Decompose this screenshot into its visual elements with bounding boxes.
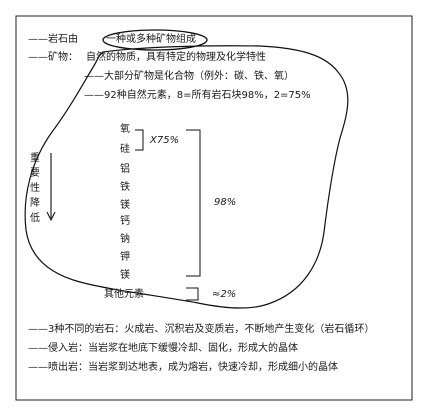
other-elements-value: ≈2% (212, 289, 237, 300)
intrusive-rock-line: ——侵入岩：当岩浆在地底下缓慢冷却、固化，形成大的晶体 (28, 343, 298, 354)
bracket-large (186, 129, 201, 277)
page-frame (15, 15, 413, 401)
rock-types-line: ——3种不同的岩石：火成岩、沉积岩及变质岩，不断地产生变化（岩石循环） (28, 324, 375, 335)
importance-char-5: 低 (30, 213, 40, 224)
importance-char-4: 降 (30, 198, 40, 209)
importance-char-2: 要 (30, 168, 40, 179)
element-magnesium-1: 镁 (120, 200, 130, 211)
element-magnesium-2: 镁 (120, 270, 130, 281)
element-silicon: 硅 (120, 144, 130, 155)
line-1-prefix: ——岩石由 (28, 34, 78, 45)
bracket-small-label: X75% (150, 135, 180, 146)
element-aluminum: 铝 (120, 164, 130, 175)
bracket-small (135, 129, 144, 151)
bracket-other (186, 287, 199, 301)
line-3-compounds: ——大部分矿物是化合物（例外：碳、铁、氧） (84, 71, 294, 82)
element-calcium: 钙 (120, 216, 130, 227)
other-elements-label: 其他元素 (104, 289, 144, 300)
element-sodium: 钠 (120, 234, 130, 245)
line-1-circled-phrase: 一种或多种矿物组成 (106, 34, 196, 45)
importance-arrow-head (46, 211, 56, 222)
line-2-prefix: ——矿物： (28, 52, 78, 63)
element-potassium: 钾 (120, 252, 130, 263)
circled-phrase-outline (102, 29, 208, 51)
bracket-large-label: 98% (214, 197, 237, 208)
importance-char-1: 重 (30, 153, 40, 164)
importance-char-3: 性 (30, 183, 40, 194)
mineral-outline-blob (24, 45, 349, 309)
line-4-elements: ——92种自然元素，8=所有岩石块98%，2=75% (84, 90, 311, 101)
extrusive-rock-line: ——喷出岩：当岩浆到达地表，成为熔岩，快速冷却，形成细小的晶体 (28, 362, 338, 373)
element-oxygen: 氧 (120, 124, 130, 135)
element-iron: 铁 (120, 182, 130, 193)
line-2-definition: 自然的物质，具有特定的物理及化学特性 (86, 52, 266, 63)
